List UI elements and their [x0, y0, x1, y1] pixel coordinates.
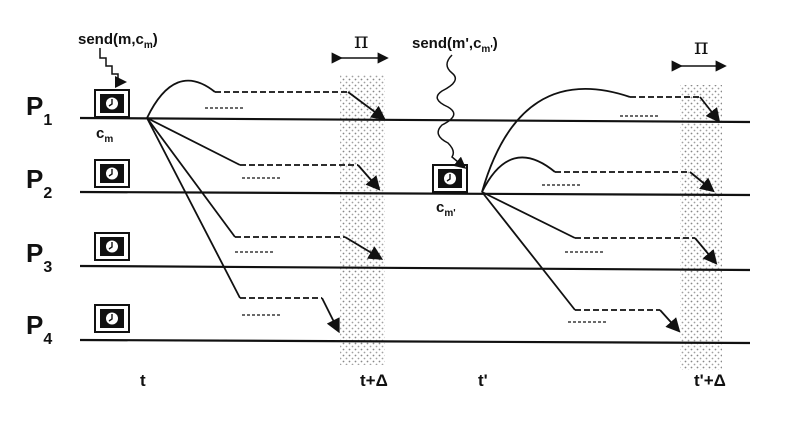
message-arrow — [146, 117, 381, 191]
time-t-prime-delta: t'+Δ — [694, 371, 726, 390]
clock-icon — [94, 304, 130, 333]
time-t-prime: t' — [478, 371, 488, 390]
timeline-p1 — [79, 116, 751, 124]
send-m-label: send(m,cm) — [78, 31, 158, 51]
message-arrow — [481, 191, 681, 333]
clock-icon — [94, 89, 130, 118]
delivery-window-2 — [680, 85, 722, 370]
send-m-squiggle — [99, 48, 127, 88]
clock-icon — [432, 164, 468, 193]
send-m-prime-label: send(m',cm') — [412, 35, 498, 55]
message-arrow — [146, 117, 384, 260]
clock-icon — [94, 159, 130, 188]
time-t: t — [140, 371, 146, 390]
process-labels: P1 P2 P3 P4 — [26, 91, 52, 348]
timeline-p2 — [79, 190, 751, 197]
time-t-delta: t+Δ — [360, 371, 388, 390]
clock-icon — [94, 232, 130, 261]
send-m-prime-squiggle — [436, 54, 467, 169]
label-p2: P2 — [26, 164, 52, 202]
cm-prime-label: cm' — [436, 199, 456, 219]
pi-label-1: π — [354, 29, 368, 54]
timeline-p4 — [79, 338, 751, 345]
delivery-window-1 — [340, 75, 385, 365]
message-arrow — [481, 156, 715, 193]
label-p4: P4 — [26, 310, 52, 348]
message-arrow — [146, 79, 386, 121]
label-p3: P3 — [26, 238, 52, 276]
timeline-p3 — [79, 264, 751, 272]
message-arrow — [481, 191, 718, 265]
clock-icons — [94, 89, 468, 333]
message-arrow — [146, 117, 340, 334]
label-p1: P1 — [26, 91, 52, 129]
cm-label: cm — [96, 125, 113, 145]
pi-label-2: π — [694, 35, 708, 60]
message-arrow — [481, 88, 721, 193]
